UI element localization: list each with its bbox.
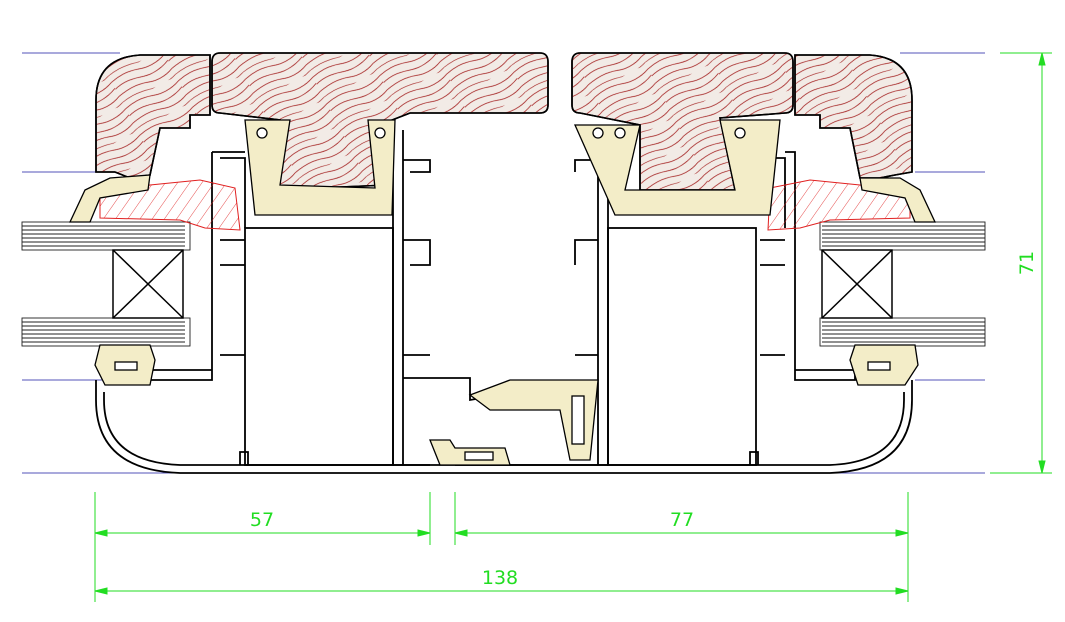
glass-pane-right: [819, 221, 986, 347]
dimension-total-width: 138: [482, 567, 518, 589]
spacer-right: [821, 249, 893, 319]
bottom-shell: [95, 380, 913, 474]
right-sash-chamber: [607, 227, 757, 466]
dimension-left-width: 57: [250, 509, 274, 531]
gasket-outer-left: [68, 174, 151, 223]
spacer-left: [112, 249, 184, 319]
gasket-top-right: [573, 119, 781, 216]
gasket-center-lower: [468, 379, 599, 461]
dimension-lines: [94, 52, 1052, 602]
thermal-breaks: [99, 179, 911, 231]
left-sash-chamber: [244, 227, 394, 466]
aluminium-profiles: [95, 130, 913, 474]
dimension-right-width: 77: [670, 509, 694, 531]
gasket-outer-right: [859, 177, 937, 223]
wood-cladding: [95, 52, 913, 191]
glass-pane-left: [21, 221, 191, 347]
dimension-labels: 57 77 138 71: [250, 251, 1038, 589]
gaskets: [68, 119, 937, 466]
gasket-top-left: [244, 119, 396, 216]
left-mullion: [392, 130, 404, 465]
dimension-height: 71: [1016, 251, 1038, 275]
